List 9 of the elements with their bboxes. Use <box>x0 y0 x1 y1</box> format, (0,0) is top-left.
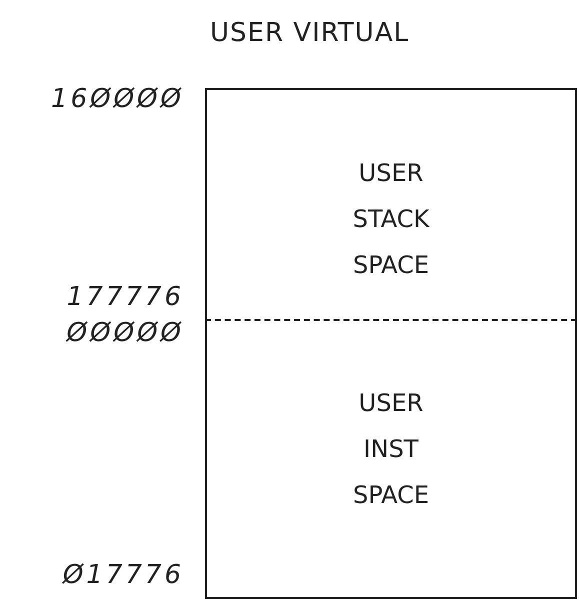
diagram-title: USER VIRTUAL <box>210 18 410 48</box>
address-label: 16ØØØØ <box>51 84 184 114</box>
address-label: ØØØØØ <box>66 318 184 348</box>
address-label: 177776 <box>66 282 184 312</box>
region-label: USER INST SPACE <box>352 388 430 511</box>
memory-region <box>205 88 577 321</box>
region-label: USER STACK SPACE <box>352 158 430 281</box>
address-label: Ø17776 <box>62 560 184 590</box>
memory-region <box>205 320 577 599</box>
